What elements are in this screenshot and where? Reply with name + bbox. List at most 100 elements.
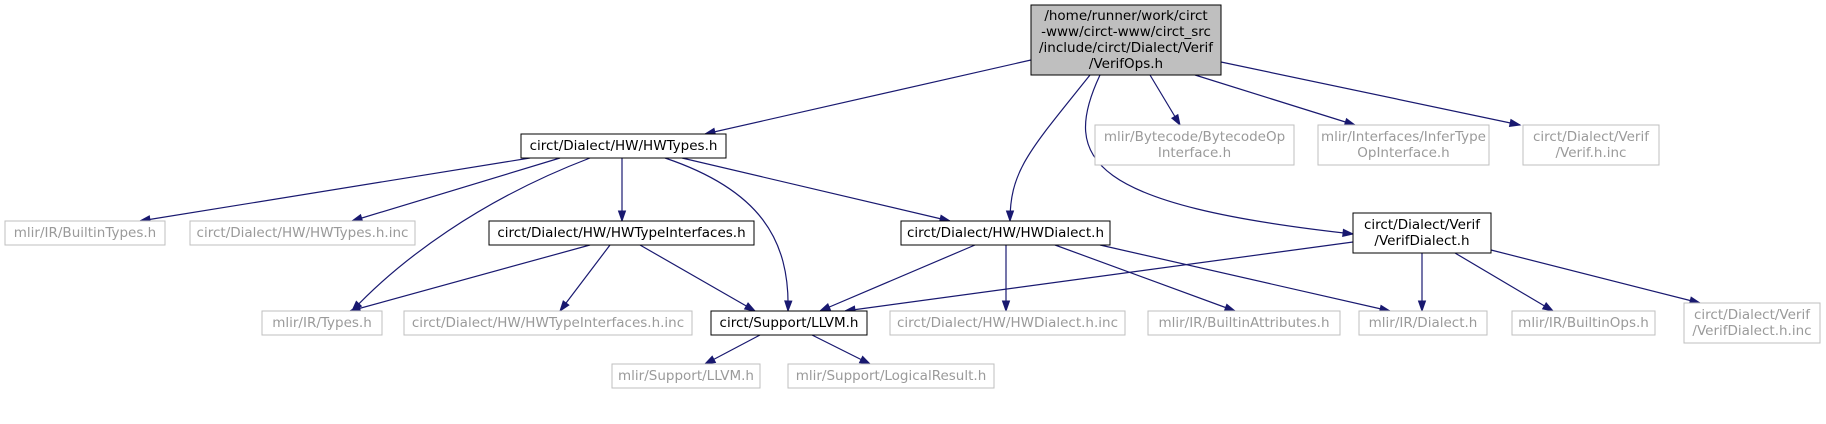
edge-root-to-infertype (1194, 74, 1356, 126)
edge-arrowhead (350, 213, 364, 222)
node-label: mlir/Bytecode/BytecodeOp (1104, 129, 1285, 145)
node-box (1683, 302, 1821, 344)
edge-verifdialect-to-supportllvm (844, 241, 1354, 312)
edge-hwtypeinterfaces-to-supportllvm (639, 244, 756, 312)
node-label: circt/Dialect/HW/HWDialect.h (907, 225, 1104, 241)
node-box (520, 133, 727, 159)
node-box (1352, 212, 1492, 254)
node-label: circt/Dialect/Verif (1533, 129, 1650, 145)
node-supportllvm[interactable]: circt/Support/LLVM.h (710, 310, 868, 336)
node-label: OpInterface.h (1357, 145, 1449, 161)
node-hwtypes[interactable]: circt/Dialect/HW/HWTypes.h (520, 133, 727, 159)
node-box (189, 220, 416, 246)
node-label: circt/Dialect/Verif (1364, 217, 1481, 233)
edge-arrowhead (1001, 300, 1011, 313)
node-box (1030, 4, 1222, 76)
node-box (710, 310, 868, 336)
node-mlirsupportllvm: mlir/Support/LLVM.h (611, 363, 761, 389)
node-label: mlir/Interfaces/InferType (1321, 129, 1486, 145)
edge-arrowhead (1170, 113, 1181, 127)
node-label: mlir/IR/Types.h (272, 315, 372, 331)
node-label: /VerifDialect.h (1374, 233, 1469, 249)
node-label: circt/Dialect/Verif (1694, 307, 1811, 323)
edge-verifdialect-to-verifdialectinc (1490, 249, 1701, 304)
edge-arrowhead (559, 300, 570, 313)
edge-arrowhead (1342, 228, 1355, 238)
edge-arrowhead (1005, 210, 1015, 223)
node-box (488, 220, 755, 246)
node-irdialect: mlir/IR/Dialect.h (1358, 310, 1488, 336)
node-box (1147, 310, 1341, 336)
node-label: circt/Dialect/HW/HWTypeInterfaces.h.inc (412, 315, 684, 331)
node-label: circt/Support/LLVM.h (720, 315, 859, 331)
edge-hwdialect-to-builtinattrs (1054, 244, 1236, 312)
edge-root-to-verifdialect (1084, 74, 1354, 235)
node-label: circt/Dialect/HW/HWTypes.h.inc (197, 225, 409, 241)
node-box (1094, 124, 1295, 166)
edge-verifdialect-to-builtinops (1454, 252, 1554, 312)
node-verifdialect[interactable]: circt/Dialect/Verif/VerifDialect.h (1352, 212, 1492, 254)
edge-arrowhead (858, 355, 872, 365)
nodes-layer: /home/runner/work/circt-www/circt-www/ci… (4, 4, 1821, 389)
node-box (4, 220, 166, 246)
node-label: Interface.h (1158, 145, 1231, 161)
node-verifdialectinc: circt/Dialect/Verif/VerifDialect.h.inc (1683, 302, 1821, 344)
edge-hwtypeinterfaces-to-irtypes (349, 244, 591, 312)
node-label: mlir/Support/LogicalResult.h (796, 368, 987, 384)
edges-layer (138, 59, 1702, 365)
node-label: circt/Dialect/HW/HWTypeInterfaces.h (497, 225, 745, 241)
node-hwtypeinterfacesinc: circt/Dialect/HW/HWTypeInterfaces.h.inc (403, 310, 693, 336)
node-label: -www/circt-www/circt_src (1041, 24, 1211, 40)
node-verifinc: circt/Dialect/Verif/Verif.h.inc (1522, 124, 1660, 166)
node-box (900, 220, 1111, 246)
node-label: mlir/IR/BuiltinAttributes.h (1158, 315, 1329, 331)
node-label: /include/circt/Dialect/Verif (1039, 40, 1214, 56)
edge-root-to-verifinc (1220, 61, 1521, 126)
edge-hwtypeinterfaces-to-hwtypeinterfacesinc (559, 244, 611, 312)
edge-hwtypes-to-hwtypesinc (351, 157, 561, 222)
node-irtypes: mlir/IR/Types.h (261, 310, 383, 336)
edge-arrowhead (1343, 117, 1357, 126)
node-label: circt/Dialect/HW/HWTypes.h (530, 138, 718, 154)
edge-hwtypes-to-irtypes (351, 157, 591, 312)
edge-root-to-hwtypes (704, 59, 1032, 135)
node-label: circt/Dialect/HW/HWDialect.h.inc (897, 315, 1118, 331)
edge-arrowhead (784, 300, 793, 313)
node-label: /home/runner/work/circt (1044, 8, 1207, 24)
node-label: mlir/Support/LLVM.h (618, 368, 754, 384)
edge-arrowhead (1223, 303, 1237, 312)
edge-hwdialect-to-supportllvm (819, 244, 976, 312)
edge-supportllvm-to-logicalresult (811, 334, 871, 365)
edge-hwtypes-to-hwdialect (681, 157, 951, 222)
node-box (1522, 124, 1660, 166)
node-builtintypes: mlir/IR/BuiltinTypes.h (4, 220, 166, 246)
node-box (1358, 310, 1488, 336)
node-box (1511, 310, 1656, 336)
edge-arrowhead (703, 355, 717, 365)
node-builtinops: mlir/IR/BuiltinOps.h (1511, 310, 1656, 336)
node-box (889, 310, 1126, 336)
edge-arrowhead (818, 303, 832, 312)
node-hwdialect[interactable]: circt/Dialect/HW/HWDialect.h (900, 220, 1111, 246)
node-root: /home/runner/work/circt-www/circt-www/ci… (1030, 4, 1222, 76)
node-box (261, 310, 383, 336)
edge-arrowhead (1541, 302, 1555, 312)
node-hwtypesinc: circt/Dialect/HW/HWTypes.h.inc (189, 220, 416, 246)
edge-arrowhead (1417, 300, 1427, 313)
edge-arrowhead (1508, 118, 1522, 127)
node-hwdialectinc: circt/Dialect/HW/HWDialect.h.inc (889, 310, 1126, 336)
node-label: /VerifDialect.h.inc (1692, 323, 1811, 339)
edge-arrowhead (743, 302, 757, 312)
node-logicalresult: mlir/Support/LogicalResult.h (787, 363, 995, 389)
edge-root-to-hwdialect (1009, 74, 1091, 222)
node-hwtypeinterfaces[interactable]: circt/Dialect/HW/HWTypeInterfaces.h (488, 220, 755, 246)
node-box (1317, 124, 1490, 166)
node-box (787, 363, 995, 389)
edge-hwtypes-to-supportllvm (664, 157, 789, 312)
edge-hwtypes-to-builtintypes (139, 157, 531, 222)
node-builtinattrs: mlir/IR/BuiltinAttributes.h (1147, 310, 1341, 336)
node-label: mlir/IR/BuiltinOps.h (1518, 315, 1649, 331)
